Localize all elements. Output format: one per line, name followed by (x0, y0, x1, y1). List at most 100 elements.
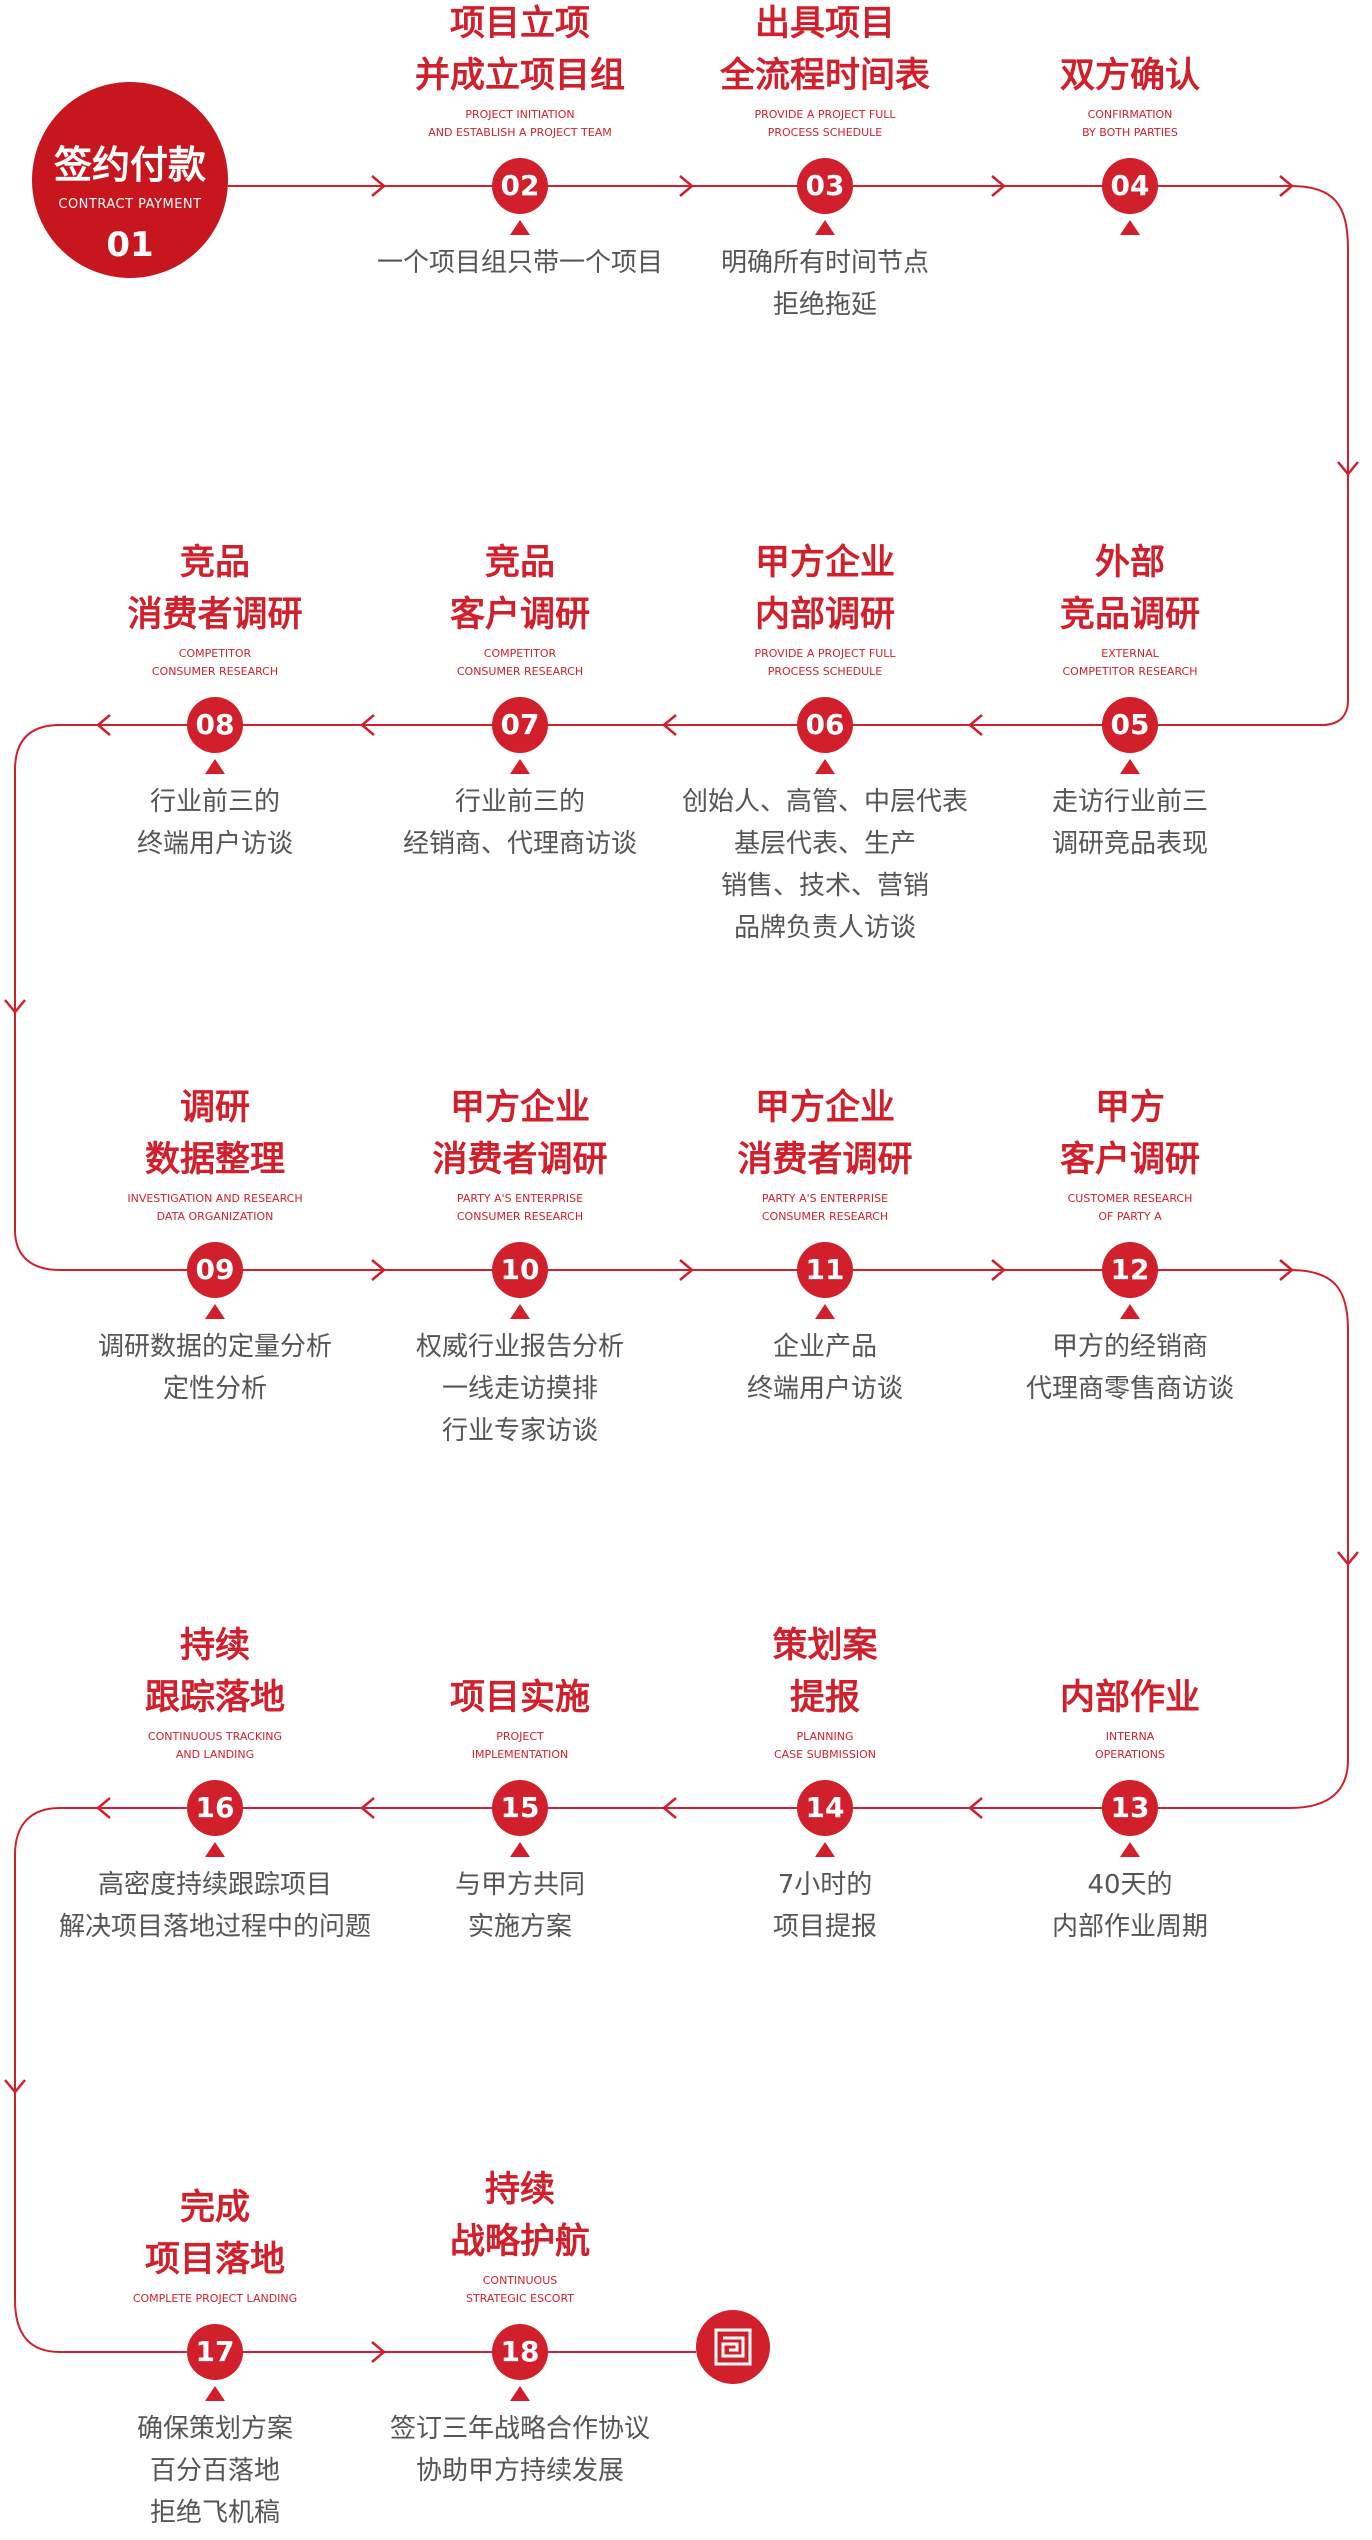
step-description-line: 内部作业周期 (1051, 1912, 1208, 1942)
step-description: 走访行业前三调研竞品表现 (960, 781, 1300, 865)
step-description-line: 走访行业前三 (1051, 787, 1208, 817)
step-description-line: 品牌负责人访谈 (733, 913, 916, 943)
step-title: 消费者调研 (432, 1140, 608, 1180)
step-description: 40天的内部作业周期 (960, 1864, 1300, 1948)
step-description-line: 调研竞品表现 (1051, 829, 1208, 859)
step-description: 确保策划方案百分百落地拒绝飞机稿 (45, 2408, 385, 2534)
step-description-line: 7小时的 (777, 1870, 873, 1900)
step-description-line: 行业前三的 (149, 787, 280, 817)
step-description-line: 与甲方共同 (454, 1870, 585, 1900)
step-subtitle-line: OF PARTY A (1098, 1210, 1162, 1223)
step-description: 高密度持续跟踪项目解决项目落地过程中的问题 (45, 1864, 385, 1948)
step-title: 战略护航 (449, 2222, 590, 2262)
step-title: 消费者调研 (127, 595, 303, 635)
pointer-triangle-icon (1120, 759, 1140, 774)
step-title: 出具项目 (754, 4, 895, 44)
pointer-triangle-icon (815, 1842, 835, 1857)
step-description-line: 拒绝飞机稿 (149, 2498, 280, 2528)
step-title: 客户调研 (449, 595, 590, 635)
step-description-line: 明确所有时间节点 (720, 248, 929, 278)
pointer-triangle-icon (510, 1304, 530, 1319)
step-description: 一个项目组只带一个项目 (350, 242, 690, 284)
step-subtitle-line: CASE SUBMISSION (773, 1748, 877, 1761)
step-subtitle-line: PARTY A'S ENTERPRISE (761, 1192, 889, 1205)
step-title: 策划案 (772, 1626, 878, 1666)
start-badge: 签约付款 CONTRACT PAYMENT 01 (32, 82, 228, 278)
step-number: 02 (492, 158, 548, 214)
step-subtitle-line: DATA ORGANIZATION (156, 1210, 274, 1223)
step-number: 18 (492, 2324, 548, 2380)
pointer-triangle-icon (815, 220, 835, 235)
pointer-triangle-icon (510, 759, 530, 774)
step-description-line: 高密度持续跟踪项目 (97, 1870, 332, 1900)
step-description-line: 定性分析 (162, 1374, 267, 1404)
step-description-line: 经销商、代理商访谈 (402, 829, 637, 859)
step-subtitle-line: STRATEGIC ESCORT (465, 2292, 575, 2305)
step-description-line: 行业专家访谈 (441, 1416, 598, 1446)
step-description-line: 实施方案 (467, 1912, 572, 1942)
pointer-triangle-icon (205, 1304, 225, 1319)
step-description: 调研数据的定量分析定性分析 (45, 1326, 385, 1410)
step-number: 09 (187, 1242, 243, 1298)
pointer-triangle-icon (205, 2386, 225, 2401)
step-subtitle: COMPLETE PROJECT LANDING (45, 2290, 385, 2308)
step-description-line: 解决项目落地过程中的问题 (58, 1912, 371, 1942)
step-description-line: 销售、技术、营销 (720, 871, 929, 901)
step-number: 06 (797, 697, 853, 753)
step-subtitle-line: PROVIDE A PROJECT FULL (754, 647, 896, 660)
step-title: 并成立项目组 (414, 56, 625, 96)
step-subtitle-line: COMPLETE PROJECT LANDING (132, 2292, 298, 2305)
pointer-triangle-icon (1120, 1304, 1140, 1319)
step-description-line: 40天的 (1087, 1870, 1173, 1900)
step-title: 持续 (179, 1626, 250, 1666)
step-number: 15 (492, 1780, 548, 1836)
step-number: 17 (187, 2324, 243, 2380)
step-description: 行业前三的经销商、代理商访谈 (350, 781, 690, 865)
step-title: 完成 (179, 2188, 250, 2228)
step-subtitle-line: PROJECT (496, 1730, 544, 1743)
start-title: 签约付款 (53, 143, 206, 187)
step-description-line: 企业产品 (772, 1332, 877, 1362)
step-subtitle-line: COMPETITOR (483, 647, 557, 660)
step-title: 提报 (789, 1678, 860, 1718)
pointer-triangle-icon (510, 1842, 530, 1857)
step-number: 11 (797, 1242, 853, 1298)
step-subtitle-line: PROCESS SCHEDULE (767, 665, 883, 678)
step-subtitle-line: AND ESTABLISH A PROJECT TEAM (428, 126, 612, 139)
step-subtitle-line: PARTY A'S ENTERPRISE (456, 1192, 584, 1205)
step-subtitle-line: INTERNA (1105, 1730, 1155, 1743)
step-number: 14 (797, 1780, 853, 1836)
step-description-line: 调研数据的定量分析 (97, 1332, 332, 1362)
step-number: 16 (187, 1780, 243, 1836)
step-title: 客户调研 (1059, 1140, 1200, 1180)
step-subtitle-line: CONSUMER RESEARCH (151, 665, 279, 678)
step-subtitle: CUSTOMER RESEARCH OF PARTY A (960, 1190, 1300, 1226)
step-number: 08 (187, 697, 243, 753)
step-subtitle-line: CUSTOMER RESEARCH (1067, 1192, 1193, 1205)
step-subtitle-line: CONTINUOUS TRACKING (147, 1730, 283, 1743)
step-subtitle: PROVIDE A PROJECT FULL PROCESS SCHEDULE (655, 645, 995, 681)
step-subtitle-line: COMPETITOR RESEARCH (1062, 665, 1198, 678)
seal-icon (696, 2310, 770, 2384)
step-title: 项目立项 (449, 4, 590, 44)
step-title: 调研 (179, 1088, 250, 1128)
step-description: 签订三年战略合作协议协助甲方持续发展 (350, 2408, 690, 2492)
start-subtitle: CONTRACT PAYMENT (58, 197, 202, 212)
step-description-line: 权威行业报告分析 (415, 1332, 624, 1362)
